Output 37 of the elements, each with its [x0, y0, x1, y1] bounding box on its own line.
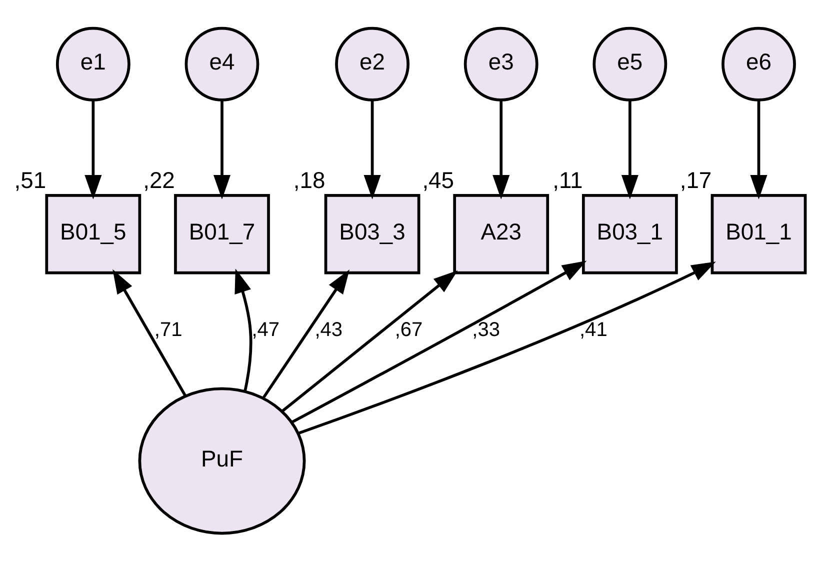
node-box: B03_1 [582, 194, 678, 274]
node-box: B01_7 [174, 194, 270, 274]
edge-label: ,43 [314, 318, 343, 341]
node-label: ,17 [680, 166, 712, 193]
edge-label: ,47 [252, 318, 280, 341]
node-circle: e1 [56, 26, 130, 101]
node-circle: e4 [184, 26, 260, 101]
edge-label: ,71 [154, 318, 182, 341]
arrow [291, 260, 587, 423]
node-circle: e6 [722, 26, 796, 101]
arrow [281, 270, 458, 412]
node-label: ,18 [293, 166, 326, 193]
node-circle: e3 [464, 26, 538, 101]
node-circle: e5 [592, 26, 668, 101]
node-box: B01_1 [710, 194, 807, 274]
node-box: A23 [453, 194, 550, 274]
node-label: ,22 [143, 166, 175, 193]
arrow [234, 268, 252, 391]
node-box: B01_5 [45, 194, 142, 274]
arrow [262, 268, 350, 399]
edge-label: ,67 [394, 318, 423, 341]
node-label: ,51 [14, 166, 46, 193]
arrow [492, 99, 510, 199]
arrow [750, 99, 768, 199]
edge-label: ,33 [472, 318, 500, 341]
arrow [364, 99, 381, 199]
edge-label: ,41 [580, 318, 608, 341]
arrow [621, 99, 638, 199]
arrow [112, 268, 187, 396]
node-label: ,45 [422, 166, 454, 193]
arrow [84, 99, 102, 199]
node-ellipse: PuF [138, 386, 306, 534]
node-box: B03_3 [324, 194, 420, 274]
node-circle: e2 [335, 26, 410, 101]
arrow [213, 99, 231, 199]
arrow [298, 261, 716, 434]
node-label: ,11 [552, 166, 583, 193]
